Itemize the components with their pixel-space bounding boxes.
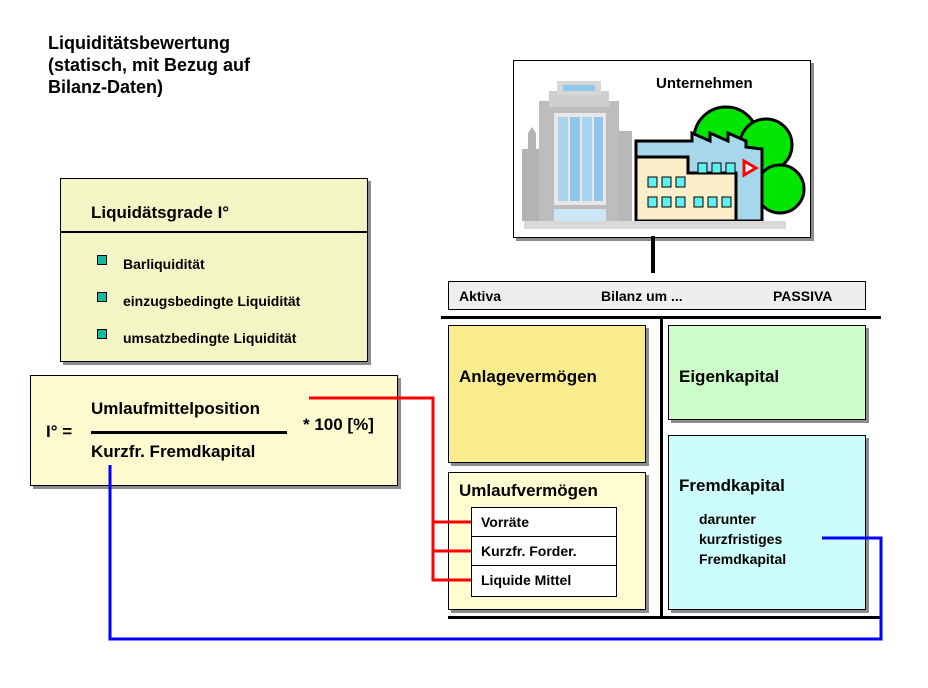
balance-top-line bbox=[441, 316, 881, 319]
square-bullet-icon bbox=[97, 328, 107, 339]
page-title: Liquiditätsbewertung (statisch, mit Bezu… bbox=[48, 32, 250, 98]
fremdkapital-box: Fremdkapital darunter kurzfristiges Frem… bbox=[668, 435, 866, 610]
blue-connector bbox=[108, 465, 883, 641]
formula-multiplier: * 100 [%] bbox=[303, 415, 374, 434]
list-item-label: einzugsbedingte Liquidität bbox=[123, 292, 301, 309]
red-connector bbox=[309, 396, 471, 582]
liquidity-grades-header: Liquidätsgrade I° bbox=[61, 179, 367, 233]
balance-center-line bbox=[660, 318, 663, 618]
square-bullet-icon bbox=[97, 254, 107, 265]
balance-date-label: Bilanz um ... bbox=[601, 288, 683, 304]
formula-lhs: I° = bbox=[46, 422, 73, 441]
fremdkapital-label: Fremdkapital bbox=[679, 476, 785, 495]
liquidity-grades-heading: Liquidätsgrade I° bbox=[91, 203, 230, 222]
fremdkapital-sub-line: kurzfristiges bbox=[699, 531, 783, 547]
fremdkapital-sub-line: darunter bbox=[699, 511, 756, 527]
table-row: Liquide Mittel bbox=[481, 572, 572, 588]
list-item: umsatzbedingte Liquidität bbox=[97, 319, 300, 356]
eigenkapital-label: Eigenkapital bbox=[679, 367, 780, 386]
balance-bottom-line bbox=[448, 616, 881, 619]
company-box: Unternehmen bbox=[513, 60, 811, 238]
fremdkapital-sub-line: Fremdkapital bbox=[699, 551, 787, 567]
eigenkapital-box: Eigenkapital bbox=[668, 325, 866, 420]
title-line: (statisch, mit Bezug auf bbox=[48, 55, 251, 75]
square-bullet-icon bbox=[97, 291, 107, 302]
title-line: Bilanz-Daten) bbox=[48, 77, 164, 97]
list-item: einzugsbedingte Liquidität bbox=[97, 282, 300, 319]
company-label: Unternehmen bbox=[656, 75, 753, 92]
passiva-label: PASSIVA bbox=[773, 288, 833, 304]
formula-numerator: Umlaufmittelposition bbox=[91, 399, 261, 418]
fraction-bar bbox=[91, 431, 287, 434]
fremdkapital-sub: darunter kurzfristiges Fremdkapital bbox=[699, 509, 786, 569]
anlagevermoegen-box: Anlagevermögen bbox=[448, 325, 646, 463]
title-line: Liquiditätsbewertung bbox=[48, 33, 230, 53]
umlauf-items-table: Vorräte Kurzfr. Forder. Liquide Mittel bbox=[471, 507, 617, 597]
anlagevermoegen-label: Anlagevermögen bbox=[459, 367, 597, 386]
company-buildings-icon bbox=[522, 81, 806, 229]
connector-line bbox=[651, 236, 655, 273]
table-row: Vorräte bbox=[472, 508, 616, 537]
liquidity-grades-box: Liquidätsgrade I° Barliquidität einzugsb… bbox=[60, 178, 368, 362]
list-item-label: Barliquidität bbox=[123, 255, 205, 272]
list-item: Barliquidität bbox=[97, 245, 300, 282]
formula-denominator: Kurzfr. Fremdkapital bbox=[91, 442, 256, 461]
aktiva-label: Aktiva bbox=[459, 288, 502, 304]
umlaufvermoegen-label: Umlaufvermögen bbox=[459, 481, 598, 500]
formula-box: I° = Umlaufmittelposition Kurzfr. Fremdk… bbox=[30, 375, 398, 486]
liquidity-grades-list: Barliquidität einzugsbedingte Liquidität… bbox=[97, 245, 300, 356]
table-row: Kurzfr. Forder. bbox=[472, 537, 616, 566]
list-item-label: umsatzbedingte Liquidität bbox=[123, 329, 297, 346]
balance-header: Aktiva Bilanz um ... PASSIVA bbox=[448, 281, 866, 310]
